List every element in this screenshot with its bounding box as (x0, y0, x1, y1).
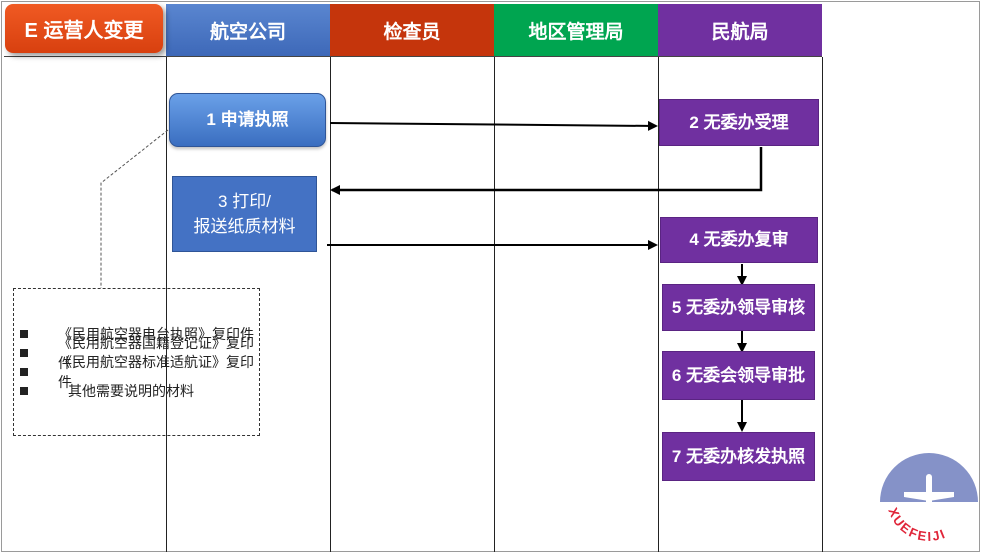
bullet-icon (20, 386, 28, 395)
step-2-accept[interactable]: 2 无委办受理 (659, 99, 819, 146)
step-5-leader-audit[interactable]: 5 无委办领导审核 (662, 284, 815, 331)
step-6-committee-approval[interactable]: 6 无委会领导审批 (662, 351, 815, 400)
lane-header-airline: 航空公司 (166, 4, 330, 57)
lane-divider (166, 57, 167, 552)
list-item: 《民用航空器国籍登记证》复印件 (14, 335, 259, 371)
arrow-2-to-3 (330, 147, 763, 195)
lane-header-inspector: 检查员 (330, 4, 494, 57)
bullet-icon (20, 367, 28, 376)
step-3-print-submit[interactable]: 3 打印/ 报送纸质材料 (172, 176, 317, 252)
callout-leader (100, 129, 169, 288)
bullet-icon (20, 329, 28, 338)
lane-divider (330, 57, 331, 552)
step-3-line2: 报送纸质材料 (193, 217, 296, 236)
list-item: 其他需要说明的材料 (14, 381, 259, 400)
bullet-icon (20, 348, 28, 357)
list-item: 《民用航空器电台执照》复印件 (14, 324, 259, 343)
header-divider (4, 56, 822, 57)
materials-callout: 《民用航空器电台执照》复印件 《民用航空器国籍登记证》复印件 《民用航空器标准适… (13, 288, 260, 436)
step-1-apply-license[interactable]: 1 申请执照 (169, 93, 326, 147)
arrow-1-to-2 (329, 120, 658, 131)
list-item: 《民用航空器标准适航证》复印件 (14, 354, 259, 390)
lane-divider (494, 57, 495, 552)
step-4-review[interactable]: 4 无委办复审 (660, 217, 818, 263)
lane-header-regional-bureau: 地区管理局 (494, 4, 658, 57)
material-text: 《民用航空器国籍登记证》复印件 (58, 334, 254, 371)
lane-header-caac: 民航局 (658, 4, 822, 57)
material-text: 其他需要说明的材料 (68, 382, 194, 399)
lane-divider (658, 57, 659, 552)
page-title: E 运营人变更 (5, 4, 163, 53)
step-7-issue-license[interactable]: 7 无委办核发执照 (662, 432, 815, 481)
lane-divider (822, 57, 823, 552)
step-3-line1: 3 打印/ (218, 191, 271, 211)
material-text: 《民用航空器电台执照》复印件 (58, 325, 254, 342)
material-text: 《民用航空器标准适航证》复印件 (58, 353, 254, 390)
